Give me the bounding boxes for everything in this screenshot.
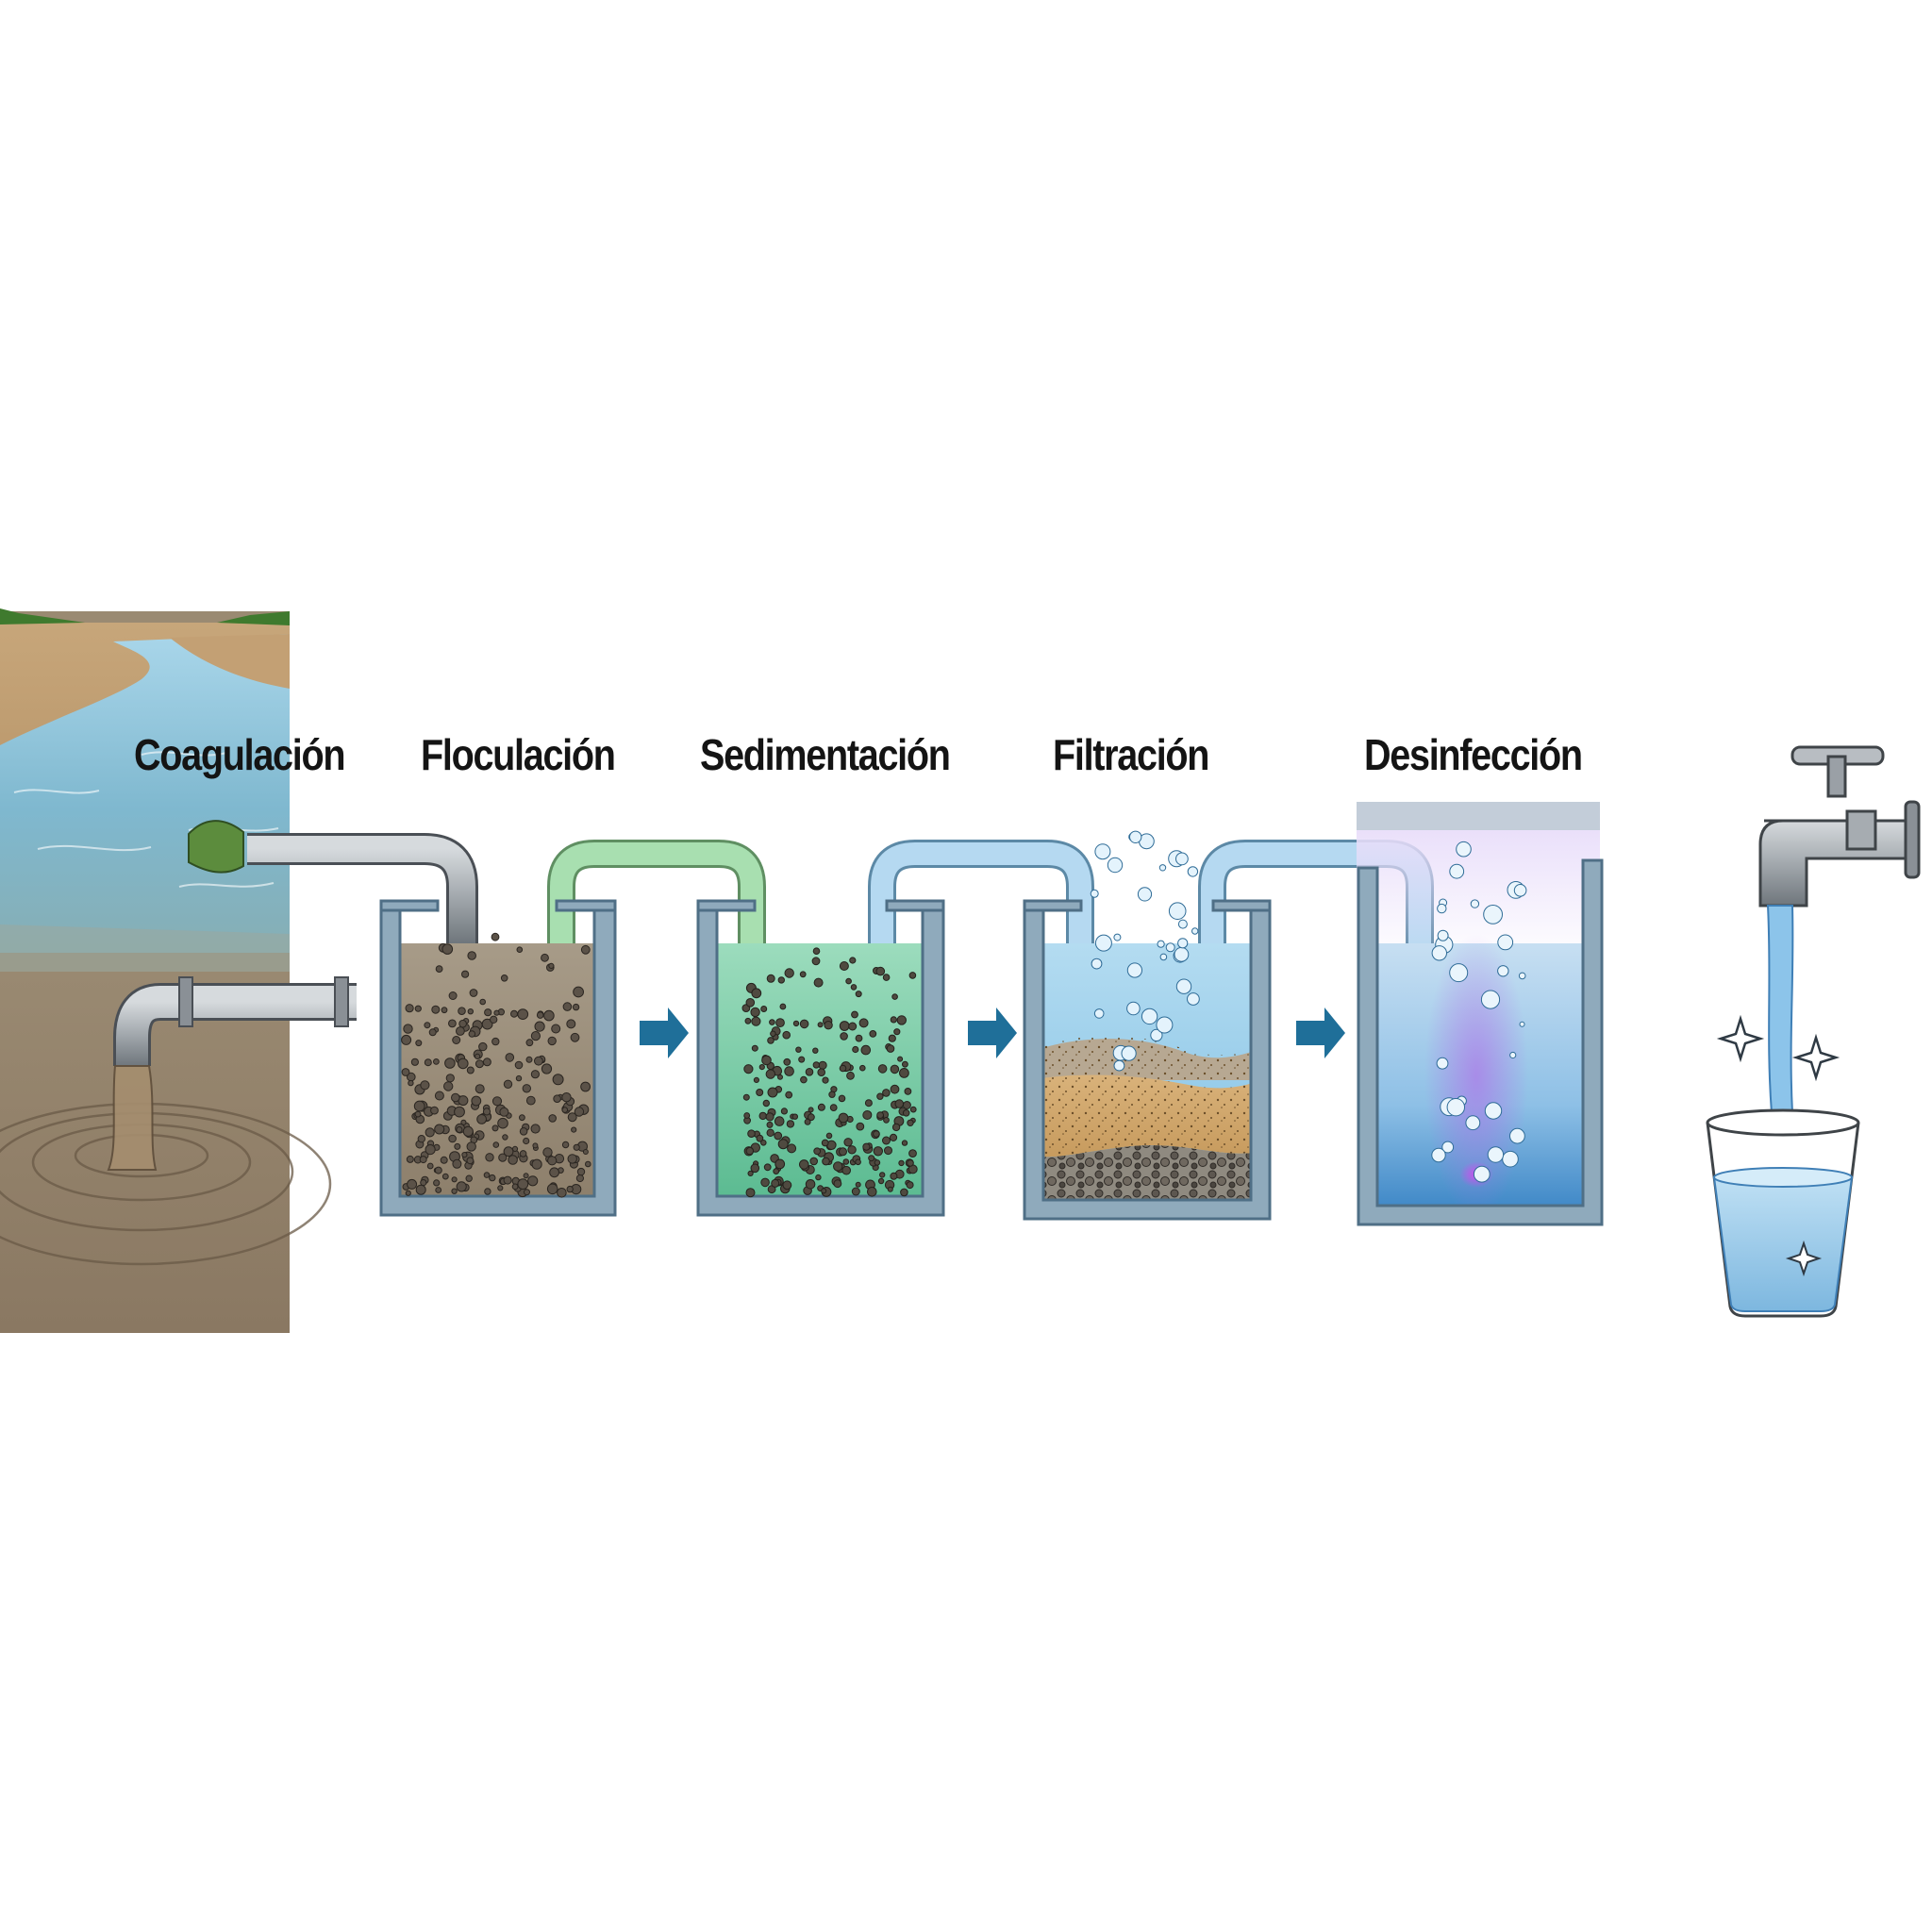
sediment-particles bbox=[741, 947, 918, 1198]
intake-pipe-icon bbox=[188, 820, 478, 943]
air-bubbles bbox=[1090, 830, 1200, 1072]
water-tank-icon bbox=[696, 899, 945, 1217]
outlet-pipe-icon bbox=[107, 976, 357, 1171]
pipe-floculacion-sedimentacion bbox=[547, 840, 766, 943]
flow-arrow-icon bbox=[1296, 1008, 1345, 1058]
stage-label-filtracion: Filtración bbox=[1053, 730, 1209, 779]
sparkle-icon bbox=[1716, 1014, 1840, 1277]
drinking-glass-icon bbox=[1706, 1108, 1860, 1318]
stage-label-sedimentacion: Sedimentación bbox=[700, 730, 951, 779]
pipe-sedimentacion-filtracion bbox=[868, 840, 1094, 943]
stage-label-desinfeccion: Desinfección bbox=[1364, 730, 1583, 779]
floc-particles bbox=[401, 932, 591, 1198]
stage-label-floculacion: Floculación bbox=[421, 730, 616, 779]
stage-label-coagulacion: Coagulación bbox=[134, 730, 345, 779]
disinfection-bubbles bbox=[1431, 841, 1527, 1183]
river-scene-icon bbox=[0, 608, 332, 1333]
water-faucet-icon bbox=[1758, 745, 1921, 908]
water-tank-icon bbox=[379, 899, 617, 1217]
flow-arrow-icon bbox=[640, 1008, 689, 1058]
flow-arrow-icon bbox=[968, 1008, 1017, 1058]
water-stream bbox=[1766, 905, 1794, 1114]
water-tank-icon bbox=[1023, 899, 1272, 1221]
